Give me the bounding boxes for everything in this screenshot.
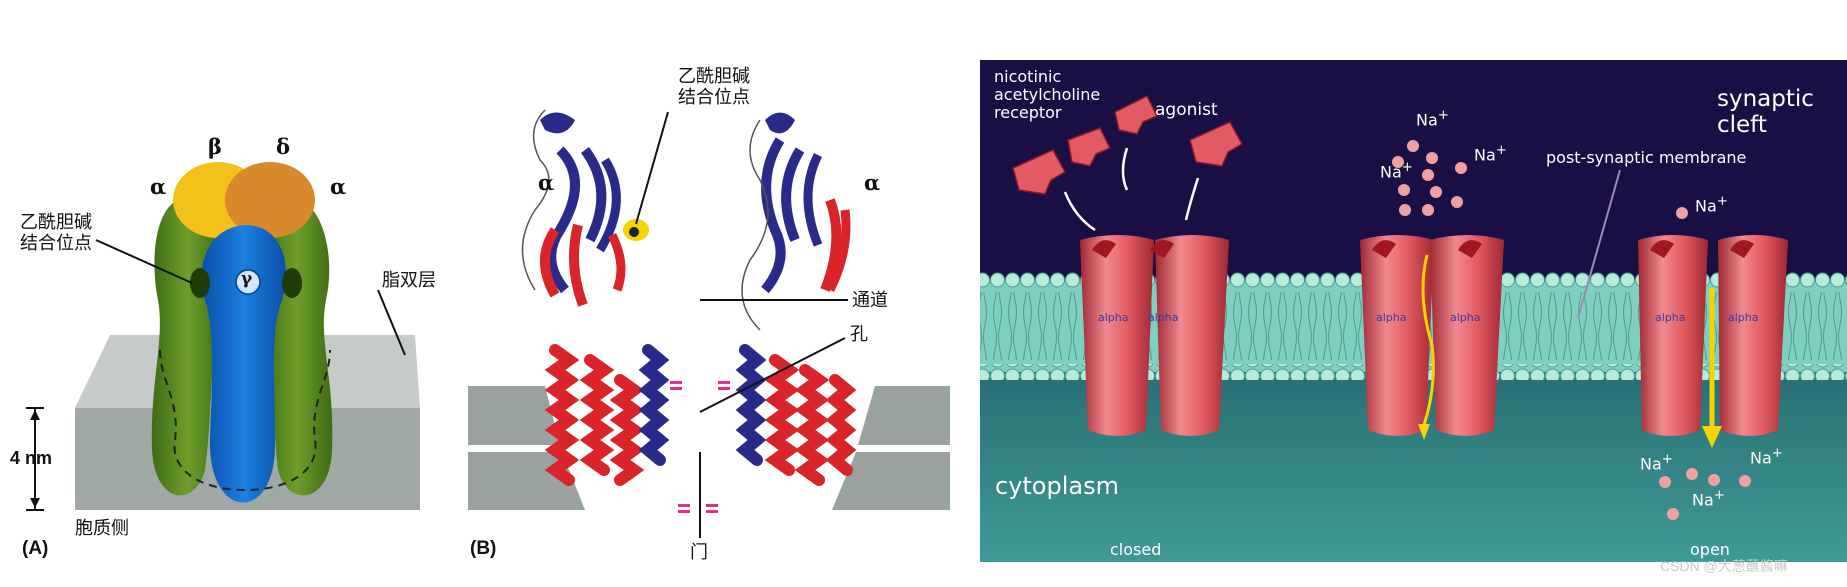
channel-opening xyxy=(1360,235,1504,440)
gamma-subunit xyxy=(201,225,287,503)
binding-site-leader-a xyxy=(95,239,193,284)
bilayer-leader-a xyxy=(377,289,406,356)
binding-pocket-right xyxy=(282,268,302,298)
watermark: CSDN @大葱蘸酱嘛 xyxy=(1660,558,1788,574)
panel-b-tag: (B) xyxy=(470,538,497,559)
panel-a-tag: (A) xyxy=(22,538,49,559)
binding-site-leader-b xyxy=(635,111,669,225)
alpha-label-c2-left: alpha xyxy=(1376,311,1407,324)
alpha-left-label-b: α xyxy=(538,170,555,195)
channel-open xyxy=(1638,235,1788,448)
cytoplasmic-side-label: 胞质侧 xyxy=(75,518,129,539)
delta-subunit xyxy=(225,162,315,238)
binding-site-label-a: 乙酰胆碱 结合位点 xyxy=(20,212,92,254)
left-subunit-extracellular xyxy=(521,109,626,307)
open-label: open xyxy=(1690,540,1730,559)
thickness-label: 4 nm xyxy=(10,448,53,468)
binding-pocket-left xyxy=(190,268,210,298)
channel-closed xyxy=(1080,235,1229,436)
right-transmembrane-helices xyxy=(735,344,857,486)
alpha-right-label-b: α xyxy=(864,170,881,195)
closed-label: closed xyxy=(1110,540,1162,559)
sodium-label-5: Na+ xyxy=(1640,452,1673,474)
gamma-badge xyxy=(235,269,261,295)
sodium-label-4: Na+ xyxy=(1695,194,1728,216)
sodium-label-6: Na+ xyxy=(1750,446,1783,468)
beta-label: β xyxy=(208,134,222,159)
membrane-block-left-upper xyxy=(468,386,560,445)
membrane-block-right-upper xyxy=(858,386,950,445)
binding-site-ligand xyxy=(629,227,639,237)
agonist-molecules xyxy=(1012,94,1244,195)
sodium-label-1: Na+ xyxy=(1416,108,1449,130)
alpha-left-label: α xyxy=(150,174,167,199)
thickness-arrowhead-up xyxy=(30,410,40,420)
pore-label: 孔 xyxy=(850,324,868,345)
sodium-label-7: Na+ xyxy=(1692,488,1725,510)
alpha-label-c3-right: alpha xyxy=(1728,311,1759,324)
alpha-label-c3-left: alpha xyxy=(1655,311,1686,324)
binding-site-label-b: 乙酰胆碱 结合位点 xyxy=(678,66,750,108)
gamma-label: γ xyxy=(241,269,253,289)
thickness-arrowhead-down xyxy=(30,498,40,508)
agonist-label: agonist xyxy=(1155,100,1218,120)
post-synaptic-membrane-label: post-synaptic membrane xyxy=(1546,148,1747,167)
bilayer-label: 脂双层 xyxy=(382,270,436,291)
sodium-label-2: Na+ xyxy=(1380,160,1413,182)
membrane-block-right-lower xyxy=(832,452,950,510)
membrane-cutaway-outline xyxy=(159,349,331,492)
cytoplasm-label: cytoplasm xyxy=(995,472,1119,500)
sodium-ions xyxy=(1392,140,1751,520)
delta-label: δ xyxy=(276,134,291,159)
gate-label: 门 xyxy=(690,542,708,563)
gate-markers xyxy=(670,381,730,513)
receptor-label: nicotinic acetylcholine receptor xyxy=(994,67,1101,122)
alpha-label-c1-left: alpha xyxy=(1098,311,1129,324)
synaptic-cleft-label: synaptic cleft xyxy=(1717,86,1814,138)
alpha-label-c1-right: alpha xyxy=(1148,311,1179,324)
right-subunit-extracellular xyxy=(741,112,851,331)
sodium-label-3: Na+ xyxy=(1474,143,1507,165)
alpha-label-c2-right: alpha xyxy=(1450,311,1481,324)
agonist-arrows xyxy=(1063,147,1200,232)
membrane-pointer xyxy=(1577,169,1621,319)
channel-label: 通道 xyxy=(852,290,888,311)
left-transmembrane-helices xyxy=(544,344,670,486)
pore-leader xyxy=(699,337,846,413)
alpha-right-label: α xyxy=(330,174,347,199)
